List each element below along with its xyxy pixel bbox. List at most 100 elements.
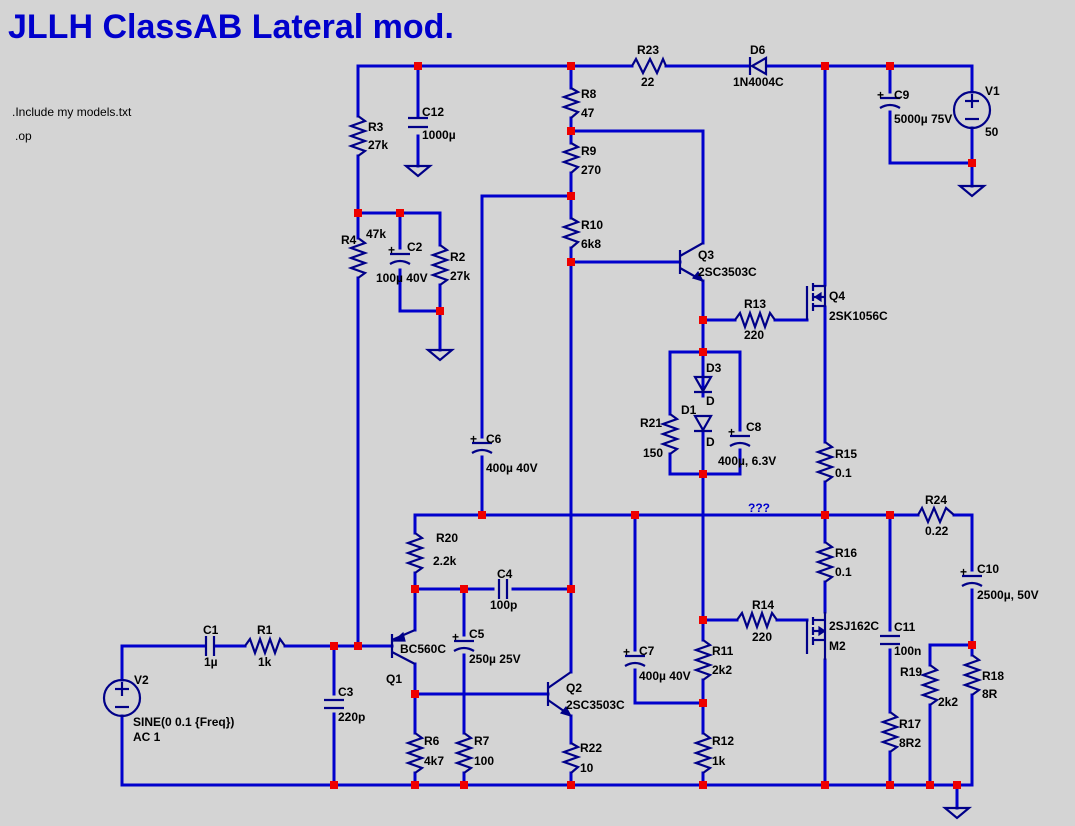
r1-symbol[interactable] bbox=[244, 635, 286, 657]
q4-name: Q4 bbox=[829, 289, 845, 303]
r17-symbol[interactable] bbox=[879, 711, 901, 753]
c4-symbol[interactable] bbox=[497, 579, 509, 599]
d3-symbol[interactable] bbox=[693, 375, 713, 394]
r23-symbol[interactable] bbox=[631, 56, 668, 76]
c3-symbol[interactable] bbox=[324, 698, 344, 710]
r13-name: R13 bbox=[744, 297, 766, 311]
r12-value: 1k bbox=[712, 754, 726, 768]
svg-text:+: + bbox=[960, 565, 967, 579]
c7-name: C7 bbox=[639, 644, 655, 658]
d1-symbol[interactable] bbox=[693, 414, 713, 433]
r9-name: R9 bbox=[581, 144, 597, 158]
r6-name: R6 bbox=[424, 734, 440, 748]
c7-symbol[interactable]: + bbox=[623, 645, 646, 667]
r16-symbol[interactable] bbox=[814, 541, 836, 583]
r7-name: R7 bbox=[474, 734, 490, 748]
r22-value: 10 bbox=[580, 761, 594, 775]
c9-name: C9 bbox=[894, 88, 910, 102]
net-label[interactable]: ??? bbox=[748, 501, 770, 515]
c2-symbol[interactable]: + bbox=[388, 243, 411, 265]
svg-text:+: + bbox=[877, 88, 884, 102]
c1-value: 1µ bbox=[204, 655, 218, 669]
r12-symbol[interactable] bbox=[692, 732, 714, 774]
q4-value: 2SK1056C bbox=[829, 309, 888, 323]
c3-name: C3 bbox=[338, 685, 354, 699]
c8-symbol[interactable]: + bbox=[728, 425, 751, 447]
d6-symbol[interactable] bbox=[748, 56, 768, 76]
c5-value: 250µ 25V bbox=[469, 652, 521, 666]
ground-icon bbox=[956, 184, 988, 198]
v2-value: SINE(0 0.1 {Freq}) bbox=[133, 715, 234, 729]
r13-value: 220 bbox=[744, 328, 764, 342]
c10-symbol[interactable]: + bbox=[960, 565, 983, 587]
v2-symbol[interactable] bbox=[102, 678, 142, 718]
r13-symbol[interactable] bbox=[734, 309, 776, 331]
d3-value: D bbox=[706, 394, 715, 408]
v1-value: 50 bbox=[985, 125, 999, 139]
v1-name: V1 bbox=[985, 84, 1000, 98]
r19-value: 2k2 bbox=[938, 695, 958, 709]
r4-symbol[interactable] bbox=[347, 237, 369, 279]
r9-symbol[interactable] bbox=[560, 142, 582, 174]
c11-symbol[interactable] bbox=[880, 634, 900, 646]
c6-name: C6 bbox=[486, 432, 502, 446]
c8-value: 400µ, 6.3V bbox=[718, 454, 776, 468]
r21-symbol[interactable] bbox=[659, 413, 681, 455]
r21-value: 150 bbox=[643, 446, 663, 460]
r8-name: R8 bbox=[581, 87, 597, 101]
q1-symbol[interactable] bbox=[390, 628, 416, 665]
r10-symbol[interactable] bbox=[560, 217, 582, 249]
r2-value: 27k bbox=[450, 269, 470, 283]
c9-symbol[interactable]: + bbox=[877, 88, 901, 109]
r1-value: 1k bbox=[258, 655, 272, 669]
r17-value: 8R2 bbox=[899, 736, 921, 750]
v1-symbol[interactable] bbox=[952, 90, 992, 130]
r2-name: R2 bbox=[450, 250, 466, 264]
q4-symbol[interactable] bbox=[805, 283, 827, 320]
r9-value: 270 bbox=[581, 163, 601, 177]
r3-symbol[interactable] bbox=[347, 115, 369, 157]
c11-name: C11 bbox=[894, 620, 916, 634]
m2-name: M2 bbox=[829, 639, 846, 653]
include-directive[interactable]: .Include my models.txt bbox=[12, 105, 132, 119]
c6-symbol[interactable]: + bbox=[470, 432, 493, 454]
c12-symbol[interactable] bbox=[408, 116, 428, 129]
r12-name: R12 bbox=[712, 734, 734, 748]
r6-symbol[interactable] bbox=[404, 732, 426, 774]
m2-symbol[interactable] bbox=[805, 612, 827, 660]
r15-value: 0.1 bbox=[835, 466, 852, 480]
r15-symbol[interactable] bbox=[814, 441, 836, 483]
d1-name: D1 bbox=[681, 403, 697, 417]
q3-symbol[interactable] bbox=[678, 242, 705, 282]
c10-name: C10 bbox=[977, 562, 999, 576]
svg-text:+: + bbox=[388, 243, 395, 257]
r7-symbol[interactable] bbox=[453, 732, 475, 774]
r11-value: 2k2 bbox=[712, 663, 732, 677]
v2-name: V2 bbox=[134, 673, 149, 687]
wires bbox=[120, 64, 974, 810]
r21-name: R21 bbox=[640, 416, 662, 430]
svg-text:+: + bbox=[452, 630, 459, 644]
r8-symbol[interactable] bbox=[560, 87, 582, 119]
c1-symbol[interactable] bbox=[204, 636, 216, 656]
q2-symbol[interactable] bbox=[546, 671, 573, 717]
d6-name: D6 bbox=[750, 43, 766, 57]
r18-symbol[interactable] bbox=[961, 654, 983, 696]
r22-symbol[interactable] bbox=[560, 742, 582, 774]
r4-name: R4 bbox=[341, 233, 357, 247]
c5-symbol[interactable]: + bbox=[452, 630, 475, 652]
r2-symbol[interactable] bbox=[429, 244, 451, 286]
r14-name: R14 bbox=[752, 598, 774, 612]
component-labels: R23 22 D6 1N4004C C9 5000µ 75V V1 50 C12… bbox=[133, 43, 1039, 775]
r14-symbol[interactable] bbox=[736, 609, 778, 631]
c8-name: C8 bbox=[746, 420, 762, 434]
r11-symbol[interactable] bbox=[692, 639, 714, 681]
r1-name: R1 bbox=[257, 623, 273, 637]
r19-name: R19 bbox=[900, 665, 922, 679]
symbols: + + + + + + + bbox=[102, 56, 992, 820]
op-directive[interactable]: .op bbox=[15, 129, 32, 143]
r19-symbol[interactable] bbox=[919, 664, 941, 706]
r24-symbol[interactable] bbox=[917, 505, 955, 525]
junctions bbox=[330, 62, 976, 789]
r20-symbol[interactable] bbox=[404, 532, 426, 574]
